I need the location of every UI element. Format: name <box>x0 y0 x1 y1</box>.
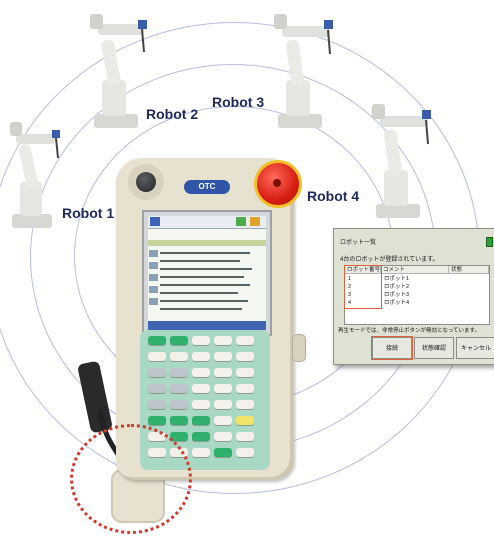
pendant-key[interactable] <box>192 416 210 425</box>
table-row-number[interactable]: 1 <box>348 276 352 282</box>
pendant-key[interactable] <box>170 384 188 393</box>
robot-4-image <box>372 104 431 218</box>
robot-list-dialog: ロボット一覧 4台のロボットが登録されています。 ロボット番号 コメント 状態 … <box>333 228 494 365</box>
connect-button[interactable]: 接続 <box>372 337 412 359</box>
stop-icon <box>273 179 281 187</box>
cancel-button[interactable]: キャンセル <box>456 337 494 359</box>
dialog-title: ロボット一覧 <box>340 240 377 246</box>
robot-1-label: Robot 1 <box>62 205 115 221</box>
program-line <box>160 252 250 254</box>
table-row-comment[interactable]: ロボット2 <box>384 284 410 290</box>
pendant-key[interactable] <box>236 432 254 441</box>
dialog-note: 再生モードでは、非常停止ボタンが無効となっています。 <box>338 328 481 334</box>
pendant-key[interactable] <box>170 368 188 377</box>
robot-1-image <box>10 122 60 228</box>
pendant-key[interactable] <box>192 384 210 393</box>
pendant-key[interactable] <box>148 352 166 361</box>
column-header: 状態 <box>449 266 489 274</box>
pendant-key[interactable] <box>214 416 232 425</box>
pendant-key[interactable] <box>214 384 232 393</box>
pendant-key[interactable] <box>170 352 188 361</box>
table-row-number[interactable]: 2 <box>348 284 352 290</box>
pendant-key[interactable] <box>192 448 210 457</box>
program-line <box>160 260 240 262</box>
pendant-screen-frame <box>142 210 272 336</box>
brand-logo: OTC <box>184 180 230 194</box>
robot-3-image <box>274 14 333 128</box>
key-switch-icon <box>136 172 156 192</box>
pendant-key[interactable] <box>192 352 210 361</box>
robot-2-label: Robot 2 <box>146 106 199 122</box>
column-header: コメント <box>381 266 449 274</box>
screen-status-bar <box>148 240 266 246</box>
teach-pendant: OTC <box>116 158 306 480</box>
pendant-key[interactable] <box>148 384 166 393</box>
mode-key-switch[interactable] <box>128 164 164 200</box>
pendant-key[interactable] <box>236 352 254 361</box>
pendant-key[interactable] <box>148 416 166 425</box>
pendant-key[interactable] <box>236 448 254 457</box>
pendant-key[interactable] <box>236 400 254 409</box>
program-line <box>160 284 250 286</box>
program-line <box>160 308 242 310</box>
table-row-comment[interactable]: ロボット4 <box>384 300 410 306</box>
dialog-message: 4台のロボットが登録されています。 <box>340 257 439 263</box>
screen-side-icon <box>149 250 158 257</box>
pendant-key[interactable] <box>192 400 210 409</box>
pendant-key[interactable] <box>148 368 166 377</box>
robot-number-highlight <box>344 265 382 309</box>
pendant-screen <box>148 216 266 330</box>
screen-side-icon <box>149 262 158 269</box>
pendant-key[interactable] <box>214 352 232 361</box>
pendant-key[interactable] <box>236 336 254 345</box>
screen-tool-icon <box>150 217 160 226</box>
pendant-key[interactable] <box>148 336 166 345</box>
table-row-comment[interactable]: ロボット3 <box>384 292 410 298</box>
pendant-key[interactable] <box>214 336 232 345</box>
program-line <box>160 292 238 294</box>
screen-side-icon <box>149 286 158 293</box>
status-check-button[interactable]: 状態確認 <box>414 337 454 359</box>
robot-4-label: Robot 4 <box>307 188 360 204</box>
pendant-key[interactable] <box>214 368 232 377</box>
enable-switch-highlight <box>70 424 192 534</box>
table-row-number[interactable]: 3 <box>348 292 352 298</box>
pendant-key[interactable] <box>214 448 232 457</box>
pendant-key[interactable] <box>170 416 188 425</box>
pendant-key[interactable] <box>236 368 254 377</box>
screen-toolbar <box>148 216 266 229</box>
program-line <box>160 268 252 270</box>
screen-tool-icon <box>236 217 246 226</box>
pendant-key[interactable] <box>214 400 232 409</box>
pendant-key[interactable] <box>192 336 210 345</box>
robot-2-image <box>90 14 147 128</box>
pendant-key[interactable] <box>192 368 210 377</box>
emergency-stop-button[interactable] <box>254 160 302 208</box>
connect-button-highlight <box>371 336 413 360</box>
pendant-key[interactable] <box>170 400 188 409</box>
pendant-key[interactable] <box>236 416 254 425</box>
table-row-number[interactable]: 4 <box>348 300 352 306</box>
pendant-key[interactable] <box>170 432 188 441</box>
table-row-comment[interactable]: ロボット1 <box>384 276 410 282</box>
screen-function-bar <box>148 321 266 330</box>
pendant-key[interactable] <box>192 432 210 441</box>
jog-dial[interactable] <box>292 334 306 362</box>
pendant-key[interactable] <box>170 336 188 345</box>
screen-side-icon <box>149 274 158 281</box>
robot-3-label: Robot 3 <box>212 94 265 110</box>
pendant-key[interactable] <box>148 400 166 409</box>
screen-tool-icon <box>250 217 260 226</box>
robot-table: ロボット番号 コメント 状態 1 ロボット1 2 ロボット2 3 ロボット3 4… <box>344 265 490 325</box>
battery-icon <box>486 237 493 247</box>
pendant-key[interactable] <box>236 384 254 393</box>
pendant-key[interactable] <box>214 432 232 441</box>
program-line <box>160 300 248 302</box>
program-line <box>160 276 244 278</box>
screen-side-icon <box>149 298 158 305</box>
column-header: ロボット番号 <box>345 266 381 274</box>
